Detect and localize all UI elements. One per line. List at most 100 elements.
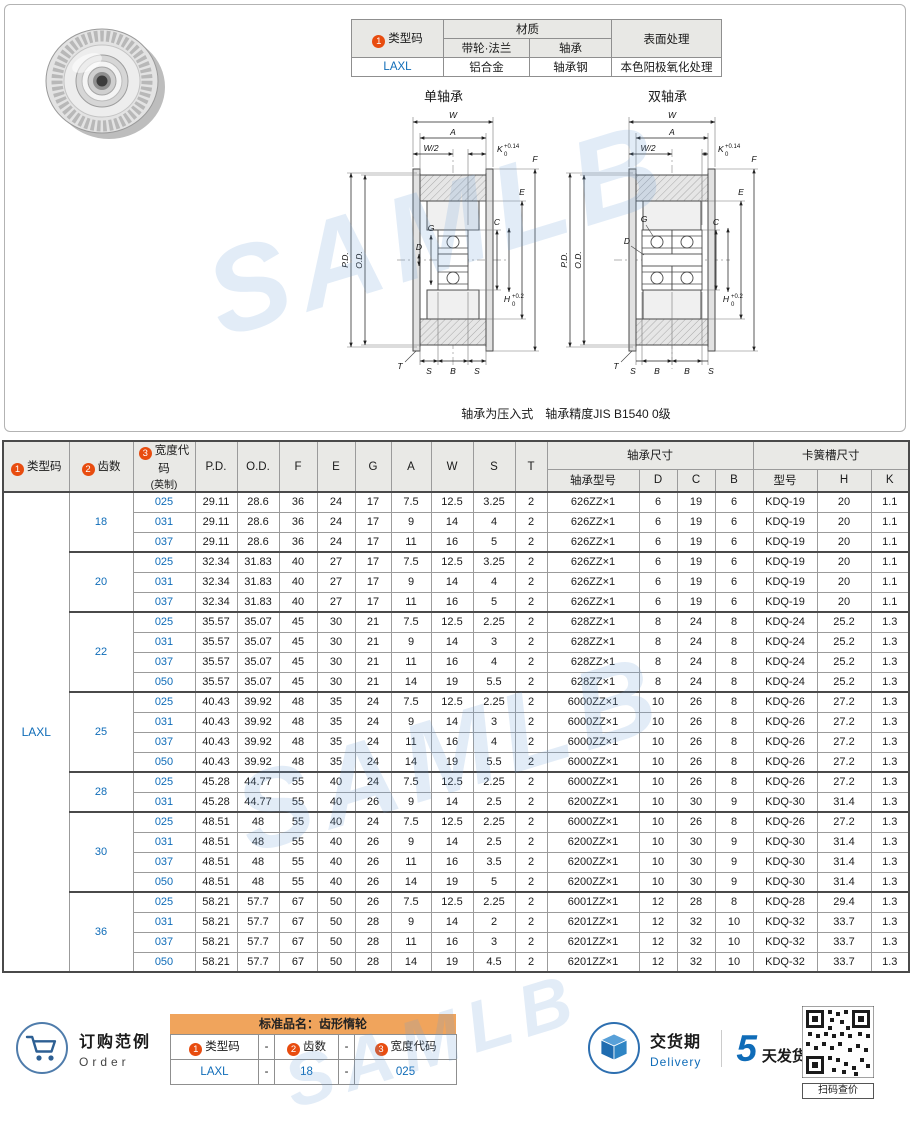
- header-k: K: [870, 468, 910, 493]
- header-ring-group: 卡簧槽尺寸: [752, 440, 910, 470]
- cell-h: 20: [816, 491, 872, 513]
- cell-b: 6: [714, 591, 754, 613]
- cell-t: 2: [514, 591, 548, 613]
- cell-d: 10: [638, 751, 678, 773]
- cell-h: 20: [816, 511, 872, 533]
- cell-pd: 29.11: [194, 491, 238, 513]
- cell-h: 31.4: [816, 851, 872, 873]
- cell-c: 26: [676, 711, 716, 733]
- cell-b: 9: [714, 871, 754, 893]
- cell-k: 1.3: [870, 631, 910, 653]
- cell-a: 7.5: [390, 611, 432, 633]
- cell-bearing: 6000ZZ×1: [546, 771, 640, 793]
- cell-pd: 40.43: [194, 711, 238, 733]
- cell-f: 36: [278, 531, 318, 553]
- cell-c: 24: [676, 651, 716, 673]
- badge-1: 1: [189, 1043, 203, 1056]
- dim-label-k: K: [497, 144, 503, 154]
- cell-pd: 45.28: [194, 791, 238, 813]
- cell-s: 5: [472, 531, 516, 553]
- cell-k: 1.3: [870, 871, 910, 893]
- surface-header: 表面处理: [611, 19, 722, 58]
- cell-width_code: 025: [132, 611, 196, 633]
- cell-h: 20: [816, 591, 872, 613]
- header-od: O.D.: [236, 440, 280, 493]
- cell-ring: KDQ-32: [752, 911, 818, 933]
- cell-s: 4: [472, 731, 516, 753]
- cell-b: 6: [714, 531, 754, 553]
- dim-label-b2: B: [684, 366, 690, 376]
- cell-h: 27.2: [816, 711, 872, 733]
- cell-h: 33.7: [816, 951, 872, 973]
- cell-k: 1.3: [870, 771, 910, 793]
- cell-k: 1.1: [870, 551, 910, 573]
- cell-a: 11: [390, 851, 432, 873]
- teeth-cell: 18: [68, 491, 134, 553]
- cell-e: 24: [316, 511, 356, 533]
- cell-w: 12.5: [430, 491, 474, 513]
- dim-label-s2: S: [474, 366, 480, 376]
- single-bearing-drawing: W A W/2 K +0.14 0 P.D. O.D. G D C H +0.2…: [341, 110, 539, 376]
- order-example-title-en: Order: [79, 1054, 130, 1069]
- cell-e: 50: [316, 931, 356, 953]
- header-b: B: [714, 468, 754, 493]
- material-type-code-value: LAXL: [351, 57, 444, 77]
- cell-ring: KDQ-24: [752, 631, 818, 653]
- cell-s: 2.25: [472, 771, 516, 793]
- cell-w: 16: [430, 731, 474, 753]
- dim-label-w: W: [668, 110, 677, 120]
- cell-bearing: 6200ZZ×1: [546, 791, 640, 813]
- cell-g: 21: [354, 611, 392, 633]
- cell-a: 7.5: [390, 551, 432, 573]
- cell-s: 4: [472, 651, 516, 673]
- cell-w: 16: [430, 651, 474, 673]
- cell-d: 8: [638, 671, 678, 693]
- cell-g: 26: [354, 791, 392, 813]
- cell-s: 2.5: [472, 831, 516, 853]
- cell-f: 45: [278, 611, 318, 633]
- header-ring-model: 型号: [752, 468, 818, 493]
- cell-g: 28: [354, 931, 392, 953]
- dim-label-t: T: [613, 361, 619, 371]
- cell-a: 9: [390, 831, 432, 853]
- cell-e: 50: [316, 911, 356, 933]
- dim-label-f: F: [751, 154, 757, 164]
- cell-e: 40: [316, 871, 356, 893]
- cell-width_code: 037: [132, 851, 196, 873]
- dimension-lines: [347, 117, 539, 365]
- dim-label-w: W: [449, 110, 458, 120]
- cell-od: 35.07: [236, 631, 280, 653]
- cell-w: 14: [430, 831, 474, 853]
- cell-width_code: 037: [132, 731, 196, 753]
- dim-label-k: K: [718, 144, 724, 154]
- product-photo: [45, 28, 165, 139]
- cell-bearing: 6200ZZ×1: [546, 851, 640, 873]
- cell-od: 39.92: [236, 711, 280, 733]
- cell-width_code: 031: [132, 831, 196, 853]
- cell-ring: KDQ-30: [752, 871, 818, 893]
- cell-width_code: 050: [132, 671, 196, 693]
- cell-e: 40: [316, 811, 356, 833]
- cell-k: 1.1: [870, 531, 910, 553]
- cell-a: 9: [390, 911, 432, 933]
- cell-g: 26: [354, 891, 392, 913]
- cell-s: 3: [472, 631, 516, 653]
- cell-d: 6: [638, 511, 678, 533]
- cell-k: 1.1: [870, 491, 910, 513]
- dim-label-s: S: [630, 366, 636, 376]
- cell-k: 1.3: [870, 671, 910, 693]
- cell-od: 44.77: [236, 791, 280, 813]
- cell-k: 1.3: [870, 731, 910, 753]
- cell-e: 50: [316, 951, 356, 973]
- cell-f: 48: [278, 691, 318, 713]
- delivery-box-icon: [588, 1022, 640, 1074]
- cell-ring: KDQ-24: [752, 671, 818, 693]
- cell-w: 14: [430, 791, 474, 813]
- order-sep: -: [338, 1059, 355, 1085]
- cell-ring: KDQ-26: [752, 731, 818, 753]
- header-width-code-label: 宽度代码: [154, 445, 190, 475]
